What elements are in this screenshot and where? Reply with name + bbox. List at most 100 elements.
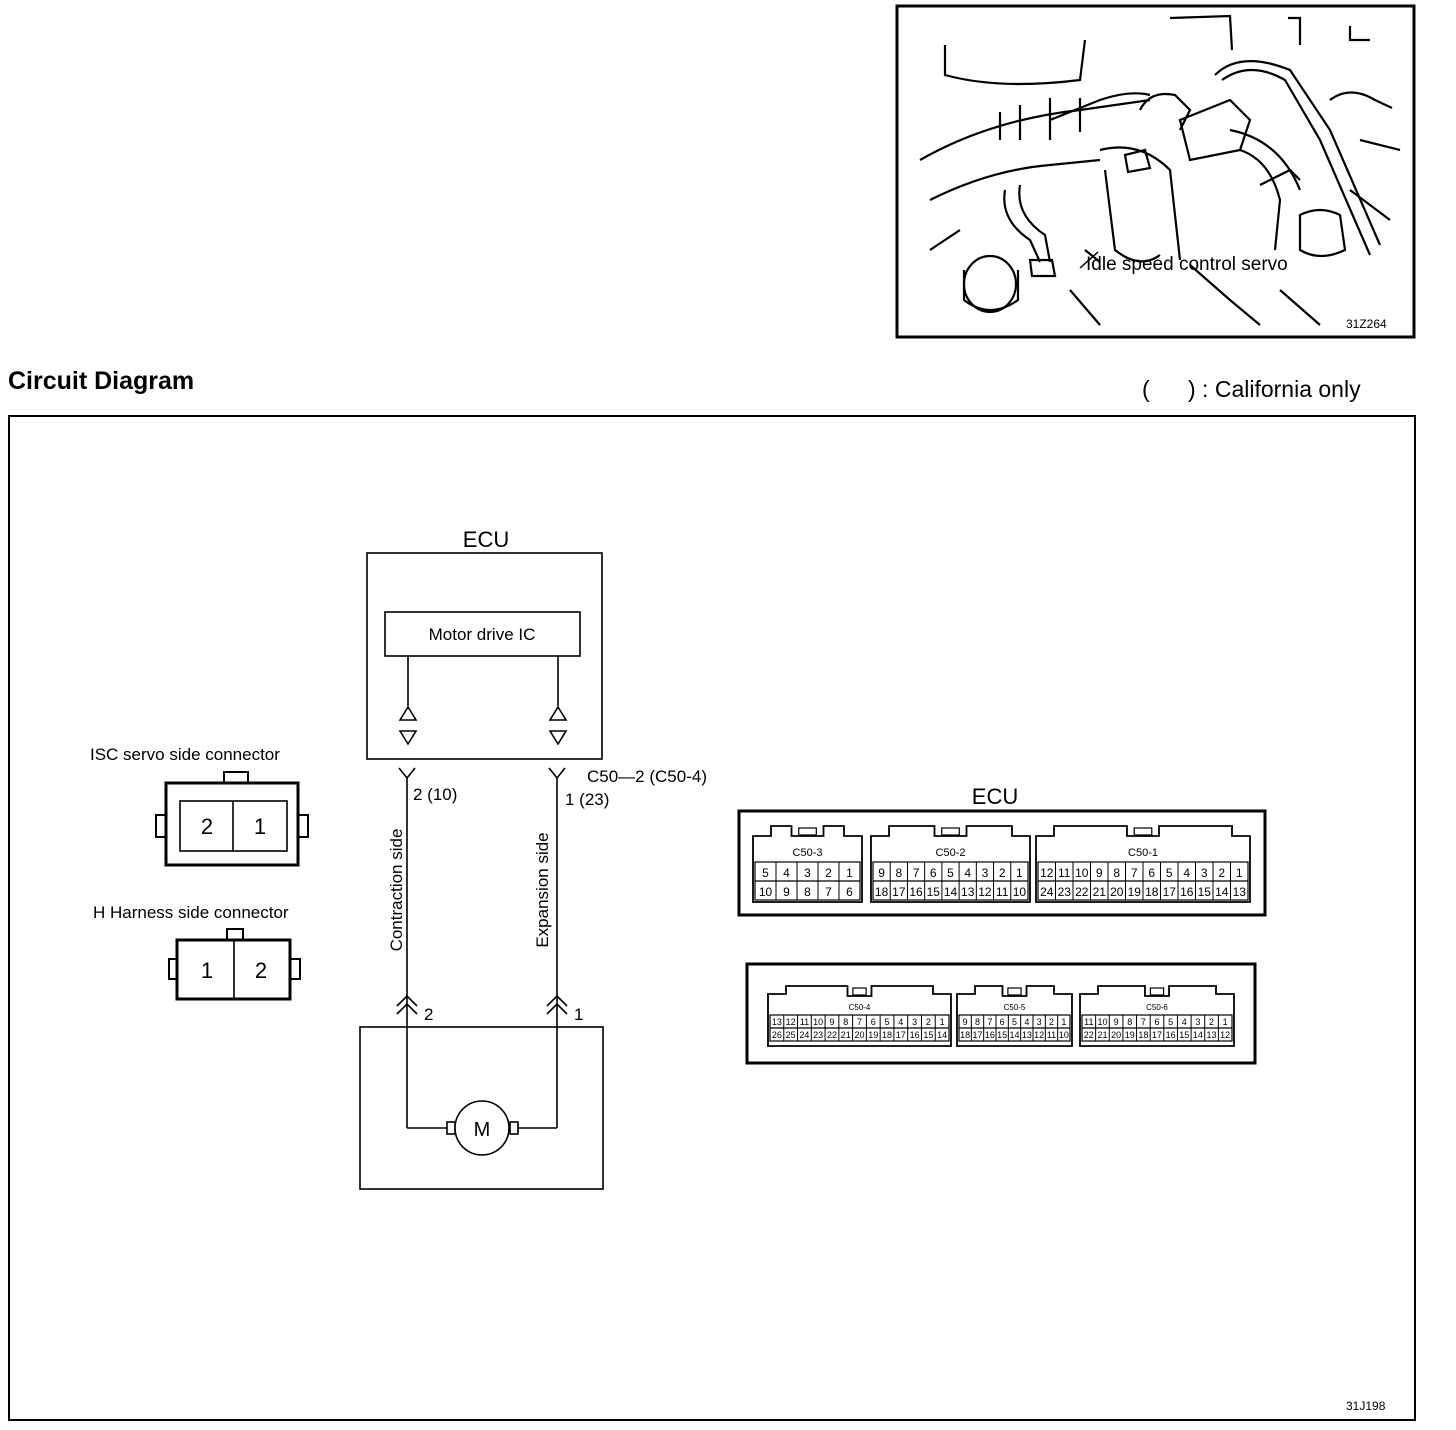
connector-pin-label: 5: [1166, 866, 1173, 880]
contraction-side-label: Contraction side: [387, 829, 406, 952]
connector-pin-label: 7: [1131, 866, 1138, 880]
harness-connector-pin: 1: [201, 958, 213, 983]
connector-pin-label: 5: [947, 866, 954, 880]
connector-pin-label: 9: [1114, 1017, 1119, 1027]
connector-pin-label: 10: [813, 1017, 823, 1027]
ecu-block: ECU Motor drive IC: [366, 527, 603, 760]
connector-pin-label: 11: [996, 885, 1009, 899]
connector-pin-label: 20: [1110, 885, 1124, 899]
connector-pin-label: 22: [1084, 1030, 1094, 1040]
connector-pin-label: 5: [1168, 1017, 1173, 1027]
connector-pin-label: 12: [1040, 866, 1054, 880]
connector-pin-label: 6: [846, 885, 853, 899]
connector-pin-label: 1: [1061, 1017, 1066, 1027]
isc-connector-pin: 2: [201, 814, 213, 839]
connector-pin-label: 12: [1220, 1030, 1230, 1040]
connector-pin-label: 18: [960, 1030, 970, 1040]
connector-pin-label: 19: [1128, 885, 1142, 899]
connector-pin-label: 1: [1016, 866, 1023, 880]
isc-connector-pin: 1: [254, 814, 266, 839]
section-title: Circuit Diagram: [8, 367, 194, 395]
connector-pin-label: 4: [964, 866, 971, 880]
harness-connector-pin: 2: [255, 958, 267, 983]
connector-pin-label: 2: [926, 1017, 931, 1027]
connector-pin-label: 7: [1141, 1017, 1146, 1027]
connector-pin-label: 4: [1024, 1017, 1029, 1027]
connector-pin-label: 17: [1163, 885, 1177, 899]
connector-pin-label: 17: [972, 1030, 982, 1040]
connector-pin-label: 6: [930, 866, 937, 880]
connector-pin-label: 3: [1201, 866, 1208, 880]
photo-figure-id: 31Z264: [1346, 317, 1387, 331]
connector-pin-label: 24: [1040, 885, 1054, 899]
ecu-pin-left-label: 2 (10): [413, 785, 457, 804]
connector-pin-label: 13: [1233, 885, 1247, 899]
photo-frame: [895, 4, 1416, 339]
connector-pin-label: 6: [1148, 866, 1155, 880]
ecu-title: ECU: [463, 527, 509, 552]
connector-pin-label: 14: [937, 1030, 947, 1040]
connector-pin-label: 13: [961, 885, 975, 899]
connector-pin-label: 8: [1127, 1017, 1132, 1027]
ecu-pin-right-terminal: [548, 767, 566, 780]
connector-pin-label: 21: [841, 1030, 851, 1040]
motor-pin-right-label: 1: [574, 1005, 583, 1024]
connector-pin-label: 1: [846, 866, 853, 880]
connector-pin-label: 8: [975, 1017, 980, 1027]
connector-pin-label: 8: [1113, 866, 1120, 880]
connector-pin-label: 10: [759, 885, 773, 899]
callout-leader: [1079, 251, 1099, 269]
connector-pin-label: 14: [1193, 1030, 1203, 1040]
connector-pin-label: 18: [882, 1030, 892, 1040]
isc-servo-box: M: [359, 1026, 604, 1190]
connector-pin-label: 18: [1145, 885, 1159, 899]
connector-pin-label: 21: [1093, 885, 1107, 899]
engine-photo: Idle speed control servo 31Z264: [895, 4, 1416, 339]
connector-pin-label: 12: [1034, 1030, 1044, 1040]
motor-symbol: [454, 1100, 510, 1156]
connector-name-label: C50-1: [1128, 847, 1158, 859]
photo-callout-label: Idle speed control servo: [1086, 254, 1288, 275]
connector-pin-label: 9: [878, 866, 885, 880]
connector-pin-label: 1: [1223, 1017, 1228, 1027]
connector-pin-label: 14: [1215, 885, 1229, 899]
ecu-box: [366, 552, 603, 760]
connector-name-label: C50-5: [1004, 1003, 1026, 1012]
connector-pin-label: 5: [885, 1017, 890, 1027]
connector-pin-label: 3: [1037, 1017, 1042, 1027]
ecu-connectors-title: ECU: [972, 784, 1018, 809]
wiring: [396, 767, 568, 1129]
connector-pin-label: 12: [978, 885, 992, 899]
motor-pin-right-terminal: [546, 994, 568, 1015]
connector-pin-label: 3: [804, 866, 811, 880]
connector-pin-label: 9: [963, 1017, 968, 1027]
connector-pin-label: 10: [1097, 1017, 1107, 1027]
motor-drive-ic-label: Motor drive IC: [429, 625, 536, 644]
connector-pin-label: 8: [843, 1017, 848, 1027]
ecu-pin-left-terminal: [398, 767, 416, 780]
connector-pin-label: 11: [1084, 1017, 1093, 1027]
connector-name-label: C50-3: [793, 847, 823, 859]
harness-connector-title: H Harness side connector: [93, 903, 289, 922]
connector-pin-label: 2: [1049, 1017, 1054, 1027]
connector-pin-label: 9: [1096, 866, 1103, 880]
ecu-connector-ref: C50—2 (C50-4): [587, 767, 707, 786]
connector-name-label: C50-2: [936, 847, 966, 859]
connector-name-label: C50-6: [1146, 1003, 1168, 1012]
ecu-connector-lower-housing: [745, 962, 1257, 1065]
connector-pin-label: 7: [913, 866, 920, 880]
connector-pin-label: 16: [910, 1030, 920, 1040]
connector-pin-label: 11: [1058, 866, 1071, 880]
connector-pin-label: 11: [1047, 1030, 1056, 1040]
connector-pin-label: 14: [1009, 1030, 1019, 1040]
connector-pin-label: 8: [895, 866, 902, 880]
expansion-side-label: Expansion side: [533, 832, 552, 947]
connector-pin-label: 1: [1236, 866, 1243, 880]
connector-pin-label: 15: [927, 885, 941, 899]
connector-pin-label: 3: [1195, 1017, 1200, 1027]
connector-pin-label: 13: [1207, 1030, 1217, 1040]
